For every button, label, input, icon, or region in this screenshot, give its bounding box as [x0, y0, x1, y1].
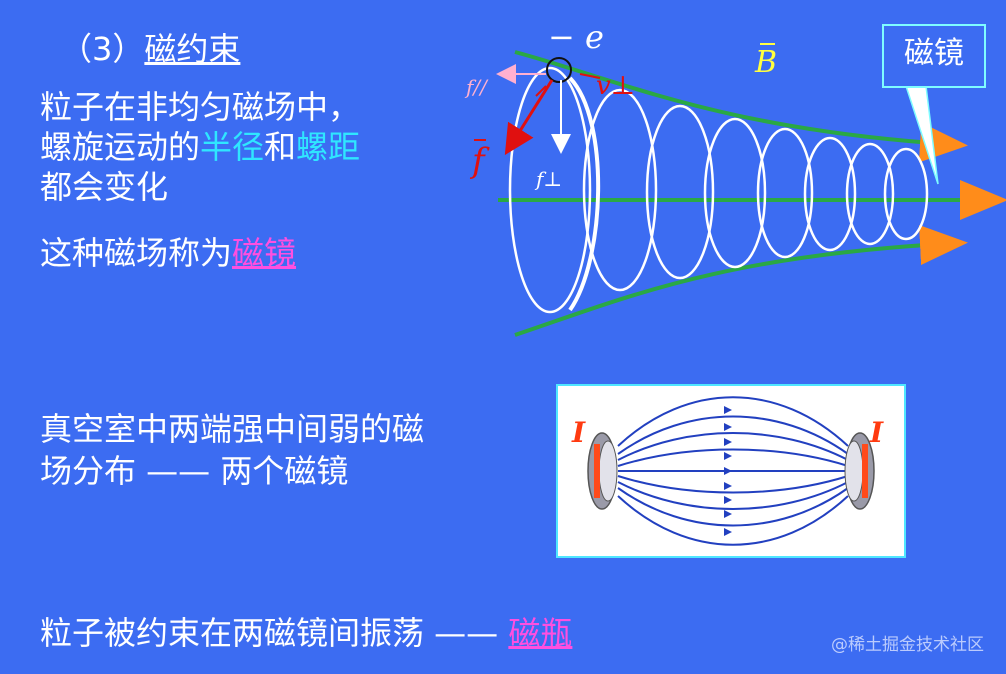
- charge-label: − e: [548, 18, 604, 56]
- intro-line-1: 粒子在非均匀磁场中，: [40, 88, 361, 126]
- current-label-left: I: [571, 416, 586, 449]
- intro-and: 和: [264, 128, 297, 166]
- bottle-term: 磁瓶: [508, 614, 573, 652]
- mirror-callout: 磁镜: [882, 24, 986, 88]
- mirror-sentence: 这种磁场称为磁镜: [40, 234, 296, 272]
- right-coil-icon: [844, 432, 875, 510]
- radius-term: 半径: [200, 128, 265, 166]
- f-parallel-label: f//: [464, 75, 489, 99]
- left-coil-icon: [587, 432, 618, 510]
- watermark: @稀土掘金技术社区: [831, 635, 984, 655]
- force-label: f: [469, 141, 490, 181]
- bottle-prefix: 粒子被约束在两磁镜间振荡 ——: [40, 614, 509, 652]
- charge-particle-icon: [546, 57, 572, 83]
- magnetic-bottle-panel: I I: [556, 384, 906, 558]
- title-number: （3）: [60, 30, 145, 68]
- pitch-term: 螺距: [296, 128, 361, 166]
- page-title: （3）磁约束: [60, 24, 240, 70]
- f-perp-label: f⊥: [534, 167, 562, 191]
- intro-line-3: 都会变化: [40, 168, 169, 206]
- intro-prefix: 螺旋运动的: [40, 128, 201, 166]
- helix-loops: [508, 66, 929, 314]
- title-text: 磁约束: [144, 30, 241, 68]
- magnetic-mirror-diagram: − e B f f// f⊥ v⊥: [464, 18, 1006, 337]
- field-label: B: [754, 45, 777, 80]
- mirror-term: 磁镜: [232, 234, 297, 272]
- field-line-top: [514, 50, 968, 163]
- intro-line-2: 螺旋运动的半径和螺距: [40, 128, 360, 166]
- bottle-sentence: 粒子被约束在两磁镜间振荡 —— 磁瓶: [40, 614, 572, 652]
- mirror-prefix: 这种磁场称为: [40, 234, 233, 272]
- current-label-right: I: [869, 416, 884, 449]
- vacuum-line-2: 场分布 —— 两个磁镜: [40, 452, 349, 490]
- magnetic-bottle-diagram: I I: [571, 396, 884, 546]
- field-line-bottom: [514, 225, 968, 337]
- bottle-field-lines: [617, 396, 849, 546]
- vacuum-line-1: 真空室中两端强中间弱的磁: [40, 410, 425, 448]
- f-vector-arrow: [504, 79, 554, 156]
- v-perp-label: v⊥: [596, 71, 635, 101]
